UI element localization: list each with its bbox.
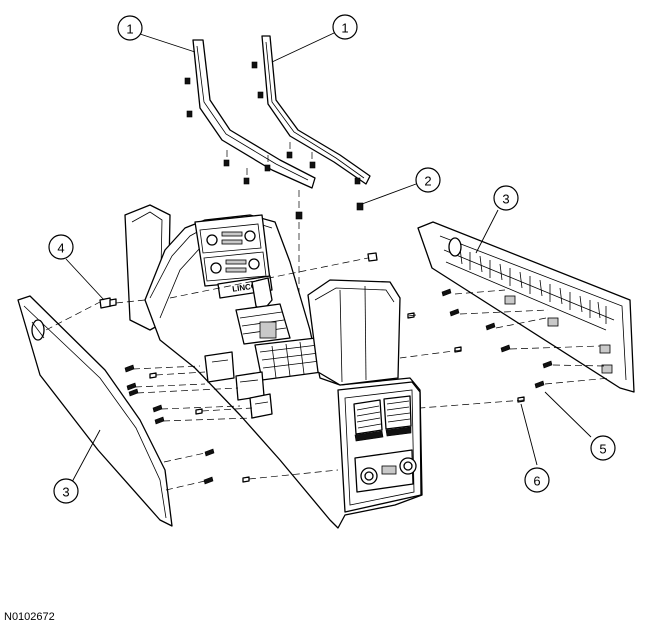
svg-text:3: 3 xyxy=(62,485,69,500)
figure-id-label: N0102672 xyxy=(4,611,55,623)
control-knobs xyxy=(206,230,260,274)
callout-3-right: 3 xyxy=(493,185,519,211)
svg-text:4: 4 xyxy=(57,241,64,256)
rear-air-vents xyxy=(353,395,412,442)
callout-3-left: 3 xyxy=(53,478,79,504)
leader-lines xyxy=(65,32,592,483)
center-console: LINCO xyxy=(124,204,423,529)
callout-2: 2 xyxy=(415,167,441,193)
callout-1-left: 1 xyxy=(117,15,143,41)
callout-6: 6 xyxy=(524,467,550,493)
svg-text:5: 5 xyxy=(599,442,606,457)
svg-text:6: 6 xyxy=(533,474,540,489)
callout-4: 4 xyxy=(48,234,74,260)
left-side-panel xyxy=(17,295,173,527)
rear-controls xyxy=(354,449,417,493)
svg-text:1: 1 xyxy=(341,21,348,36)
gear-shifter xyxy=(235,277,291,345)
svg-text:2: 2 xyxy=(424,174,431,189)
callout-5: 5 xyxy=(590,435,616,461)
svg-text:1: 1 xyxy=(126,22,133,37)
right-trim-strip xyxy=(261,35,371,185)
right-side-panel xyxy=(417,221,635,393)
callout-1-right: 1 xyxy=(332,14,358,40)
trim-clips xyxy=(184,61,364,382)
svg-text:3: 3 xyxy=(502,192,509,207)
left-trim-strip xyxy=(192,39,316,189)
alignment-lines xyxy=(45,257,611,491)
